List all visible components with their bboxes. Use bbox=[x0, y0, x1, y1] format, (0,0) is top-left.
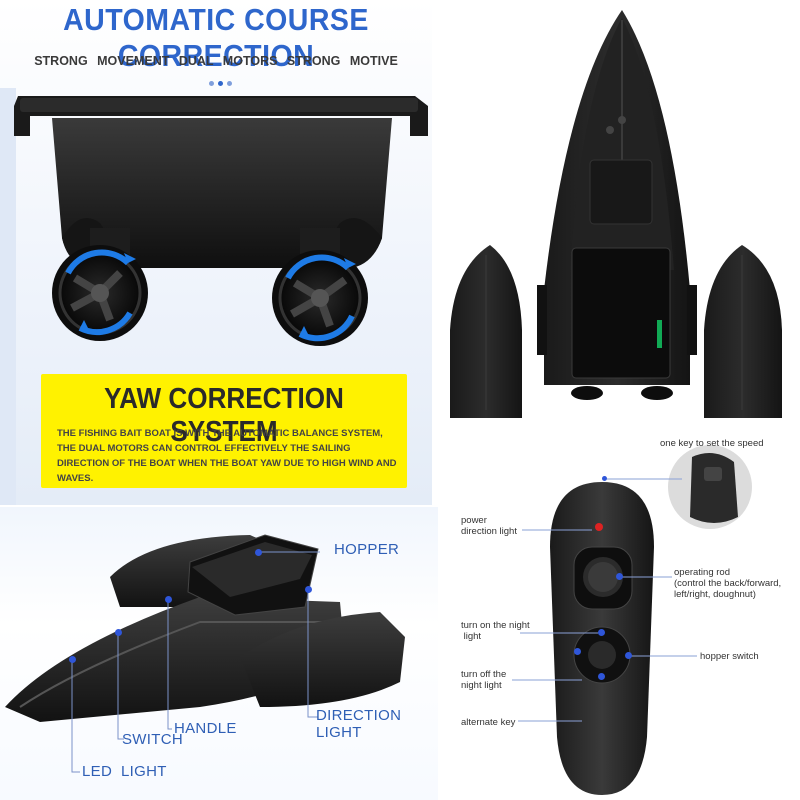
alternate-key-callout-dot bbox=[574, 648, 581, 655]
handle-callout-dot bbox=[165, 596, 172, 603]
direction-light-label: DIRECTION LIGHT bbox=[316, 707, 402, 741]
left-motor bbox=[52, 228, 148, 341]
power-light-label: power direction light bbox=[461, 515, 517, 537]
switch-callout-dot bbox=[115, 629, 122, 636]
hopper-switch-label: hopper switch bbox=[700, 651, 759, 662]
operating-rod-label: operating rod (control the back/forward,… bbox=[674, 567, 782, 600]
yaw-correction-box: YAW CORRECTION SYSTEM THE FISHING BAIT B… bbox=[41, 374, 407, 488]
course-correction-title: AUTOMATIC COURSE CORRECTION bbox=[63, 2, 369, 73]
night-off-label: turn off the night light bbox=[461, 669, 507, 691]
hopper-callout-dot bbox=[255, 549, 262, 556]
boat-side-view-image bbox=[5, 534, 405, 773]
direction-light-callout-dot bbox=[305, 586, 312, 593]
yaw-correction-title: YAW CORRECTION SYSTEM bbox=[104, 383, 344, 448]
right-motor bbox=[272, 228, 368, 346]
hopper-switch-callout-dot bbox=[625, 652, 632, 659]
night-on-callout-dot bbox=[598, 629, 605, 636]
night-on-label: turn on the night light bbox=[461, 620, 530, 642]
panel-edge bbox=[0, 88, 16, 505]
pager-dots bbox=[209, 73, 236, 91]
remote-control-panel: one key to set the speed power direction… bbox=[442, 437, 800, 800]
yaw-correction-description: THE FISHING BAIT BOAT IS WITH THE AUTOMA… bbox=[57, 428, 397, 484]
led-light-label: LED LIGHT bbox=[82, 763, 167, 780]
course-correction-panel: AUTOMATIC COURSE CORRECTION STRONG MOVEM… bbox=[0, 0, 432, 505]
top-view-panel bbox=[442, 0, 800, 432]
boat-parts-panel: HOPPER DIRECTION LIGHT HANDLE SWITCH LED… bbox=[0, 507, 438, 800]
operating-rod-callout-dot bbox=[616, 573, 623, 580]
boat-rear-motors-image bbox=[14, 96, 428, 346]
handle-label: HANDLE bbox=[174, 720, 237, 737]
remote-control-image bbox=[512, 445, 752, 795]
speed-key-callout-dot bbox=[602, 476, 607, 481]
boat-top-view-image bbox=[450, 10, 782, 418]
night-off-callout-dot bbox=[598, 673, 605, 680]
led-light-callout-dot bbox=[69, 656, 76, 663]
switch-label: SWITCH bbox=[122, 731, 183, 748]
alternate-key-label: alternate key bbox=[461, 717, 516, 728]
hopper-label: HOPPER bbox=[334, 541, 400, 558]
course-correction-subtitle: STRONG MOVEMENT DUAL MOTORS STRONG MOTIV… bbox=[34, 54, 398, 68]
speed-key-label: one key to set the speed bbox=[660, 438, 764, 449]
